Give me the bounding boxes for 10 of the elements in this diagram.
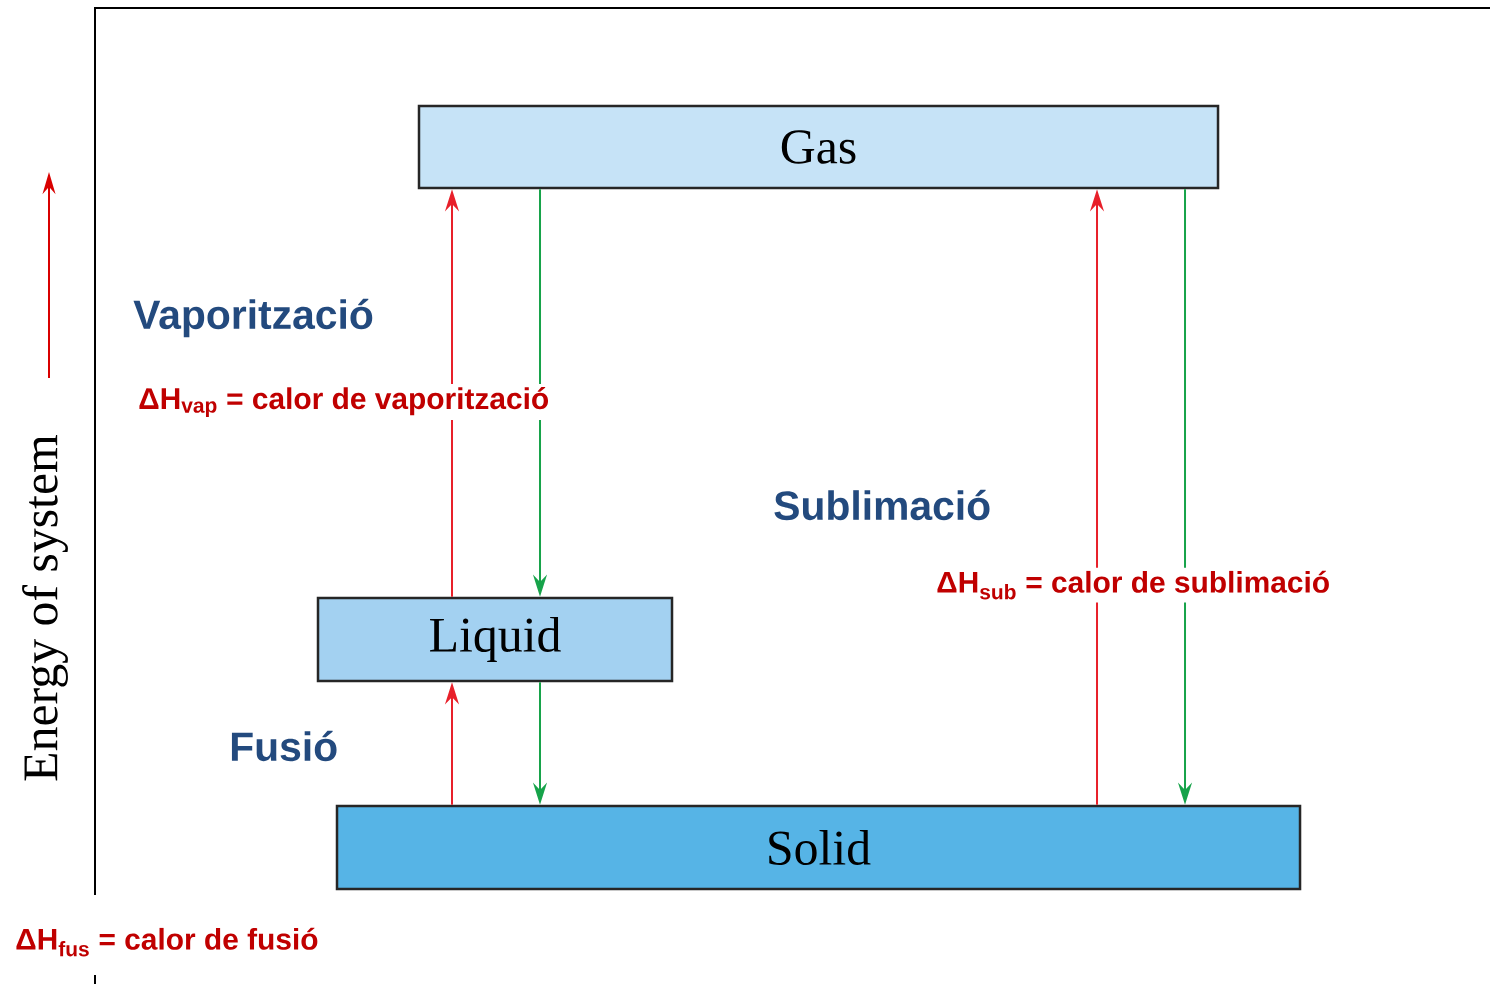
heat-label: ΔH$_{sub}$ = calor de sublimació xyxy=(933,567,1334,603)
process-label: Vaporització xyxy=(130,295,377,341)
phase-box: Solid xyxy=(335,804,1302,891)
heat-label: ΔH$_{fus}$ = calor de fusió xyxy=(12,924,322,960)
phase-box: Gas xyxy=(417,104,1220,190)
process-label: Sublimació xyxy=(770,486,995,524)
process-label: Fusió xyxy=(226,727,342,765)
axis-title: Energy of system xyxy=(22,434,68,781)
phase-box: Liquid xyxy=(316,596,674,683)
heat-label: ΔH$_{vap}$ = calor de vaporització xyxy=(135,384,553,420)
